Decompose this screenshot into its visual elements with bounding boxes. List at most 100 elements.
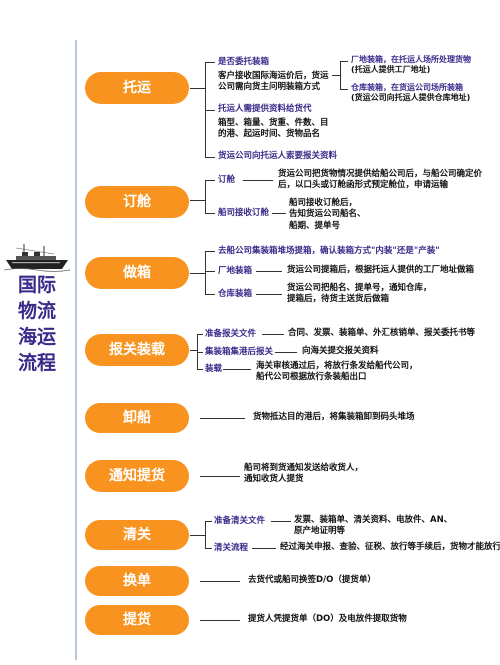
connector <box>190 88 205 89</box>
connector <box>340 61 348 62</box>
stage-tongzhi: 通知提货 <box>85 460 189 492</box>
text-line: 船司接收订舱后， <box>289 198 358 208</box>
right-desc: (托运人提供工厂地址) <box>351 65 431 74</box>
connector <box>262 334 284 335</box>
connector <box>272 213 286 214</box>
stage1-label-docs: 托运人需提供资料给货代 <box>218 104 312 114</box>
main-title: 国际 物流 海运 流程 <box>7 272 67 376</box>
connector <box>205 110 215 111</box>
stage-xiechuan: 卸船 <box>85 403 189 433</box>
connector <box>190 200 205 201</box>
stage2-label-2: 船司接收订舱 <box>218 208 270 218</box>
connector <box>197 369 203 370</box>
connector <box>205 213 215 214</box>
connector <box>205 548 212 549</box>
text-line: 的港、起运时间、货物品名 <box>218 129 321 140</box>
stage4-label-3: 装载 <box>205 364 223 374</box>
stage-dingcang: 订舱 <box>85 186 189 218</box>
text-line: 客户接收国际海运价后，货运 <box>218 71 329 81</box>
connector <box>332 75 340 76</box>
timeline-bar <box>75 40 77 660</box>
stage9-text: 提货人凭提货单（DO）及电放件提取货物 <box>248 614 407 624</box>
stage7-label-2: 清关流程 <box>214 543 249 553</box>
connector <box>223 369 251 370</box>
stage6-text: 船司将到货通知发送给收货人， 通知收货人提货 <box>244 463 363 486</box>
stage3-text-2: 货运公司把船名、提单号，通知仓库， 提箱后，待货主送货后做箱 <box>287 283 432 306</box>
stage1-label-customs: 货运公司向托运人索要报关资料 <box>218 151 338 161</box>
stage4-text-1: 合同、发票、装箱单、外汇核销单、报关委托书等 <box>288 328 476 338</box>
stage1-text: 客户接收国际海运价后，货运 公司需向货主问明装箱方式 <box>218 71 329 94</box>
stage1-text2: 箱型、箱量、货重、件数、目 的港、起运时间、货物品名 <box>218 118 329 141</box>
stage-qingguan: 清关 <box>85 520 189 550</box>
connector <box>200 476 240 477</box>
stage1-right-1: 厂地装箱，在托运人场所处理货物 (托运人提供工厂地址) <box>351 55 471 75</box>
connector <box>205 62 215 63</box>
title-line: 海运 <box>17 326 56 348</box>
connector <box>200 581 240 582</box>
text-line: 货运公司把货物情况提供给船公司后，与船公司确定价 <box>278 169 483 179</box>
text-line: 船司将到货通知发送给收货人， <box>244 463 364 473</box>
stage-baoguan: 报关装载 <box>85 334 189 366</box>
stage-zuoxiang: 做箱 <box>85 257 189 289</box>
connector <box>190 273 205 274</box>
connector <box>256 294 282 295</box>
title-line: 流程 <box>17 352 56 374</box>
stage2-text-2: 船司接收订舱后， 告知货运公司船名、 船期、提单号 <box>289 198 366 232</box>
stage7-text-1: 发票、装箱单、清关资料、电放件、AN、 原产地证明等 <box>294 515 452 538</box>
stage4-text-3: 海关审核通过后，将放行条发给船代公司， 船代公司根据放行条装船出口 <box>256 361 418 384</box>
right-desc: (货运公司向托运人提供仓库地址) <box>351 93 471 102</box>
text-line: 货运公司把船名、提单号，通知仓库， <box>287 283 432 293</box>
connector <box>190 535 205 536</box>
text-line: 原产地证明等 <box>294 526 346 537</box>
text-line: 告知货运公司船名、 <box>289 209 366 220</box>
text-line: 提箱后，待货主送货后做箱 <box>287 294 390 305</box>
stage3-top-label: 去船公司集装箱堆场提箱，确认装箱方式"内装"还是"产装" <box>218 246 440 256</box>
stage5-text: 货物抵达目的港后，将集装箱卸到码头堆场 <box>253 412 415 422</box>
ship-icon <box>3 242 71 272</box>
stage1-right-2: 仓库装箱，在货运公司场所装箱 (货运公司向托运人提供仓库地址) <box>351 83 470 103</box>
connector <box>197 352 203 353</box>
connector <box>205 521 206 549</box>
text-line: 船代公司根据放行条装船出口 <box>256 372 367 383</box>
connector <box>271 521 291 522</box>
connector <box>205 180 206 214</box>
connector <box>200 418 245 419</box>
connector <box>252 548 276 549</box>
connector <box>205 251 215 252</box>
stage3-label-2: 仓库装箱 <box>218 289 253 299</box>
text-line: 通知收货人提货 <box>244 474 304 485</box>
right-label: 厂地装箱，在托运人场所处理货物 <box>351 55 471 64</box>
connector <box>205 294 215 295</box>
stage4-label-2: 集装箱集港后报关 <box>205 347 274 357</box>
stage2-text-1: 货运公司把货物情况提供给船公司后，与船公司确定价 后，以口头或订舱函形式预定舱位… <box>278 169 482 192</box>
connector <box>197 334 203 335</box>
connector <box>243 180 273 181</box>
connector <box>275 352 297 353</box>
connector <box>340 89 348 90</box>
stage4-label-1: 准备报关文件 <box>205 329 257 339</box>
right-label: 仓库装箱，在货运公司场所装箱 <box>351 83 463 92</box>
stage3-text-1: 货运公司提箱后，根据托运人提供的工厂地址做箱 <box>287 265 475 275</box>
connector <box>340 61 341 90</box>
stage7-text-2: 经过海关申报、查验、征税、放行等手续后，货物才能放行 <box>280 542 500 552</box>
text-line: 箱型、箱量、货重、件数、目 <box>218 118 329 128</box>
connector <box>190 350 197 351</box>
stage-tuoyun: 托运 <box>85 72 189 104</box>
connector <box>200 620 240 621</box>
stage-huandan: 换单 <box>85 566 189 596</box>
connector <box>205 157 215 158</box>
text-line: 公司需向货主问明装箱方式 <box>218 82 321 93</box>
connector <box>205 521 212 522</box>
connector <box>256 271 282 272</box>
stage8-text: 去货代或船司换签D/O（提货单） <box>248 575 376 585</box>
title-line: 物流 <box>17 300 56 322</box>
title-line: 国际 <box>17 274 56 296</box>
text-line: 发票、装箱单、清关资料、电放件、AN、 <box>294 515 453 525</box>
stage7-label-1: 准备清关文件 <box>214 516 266 526</box>
stage4-text-2: 向海关提交报关资料 <box>302 346 379 356</box>
text-line: 后，以口头或订舱函形式预定舱位，申请运输 <box>278 180 449 191</box>
text-line: 船期、提单号 <box>289 220 341 231</box>
stage1-label-entrust: 是否委托装箱 <box>218 57 270 67</box>
connector <box>205 271 215 272</box>
stage2-label-1: 订舱 <box>218 175 236 185</box>
